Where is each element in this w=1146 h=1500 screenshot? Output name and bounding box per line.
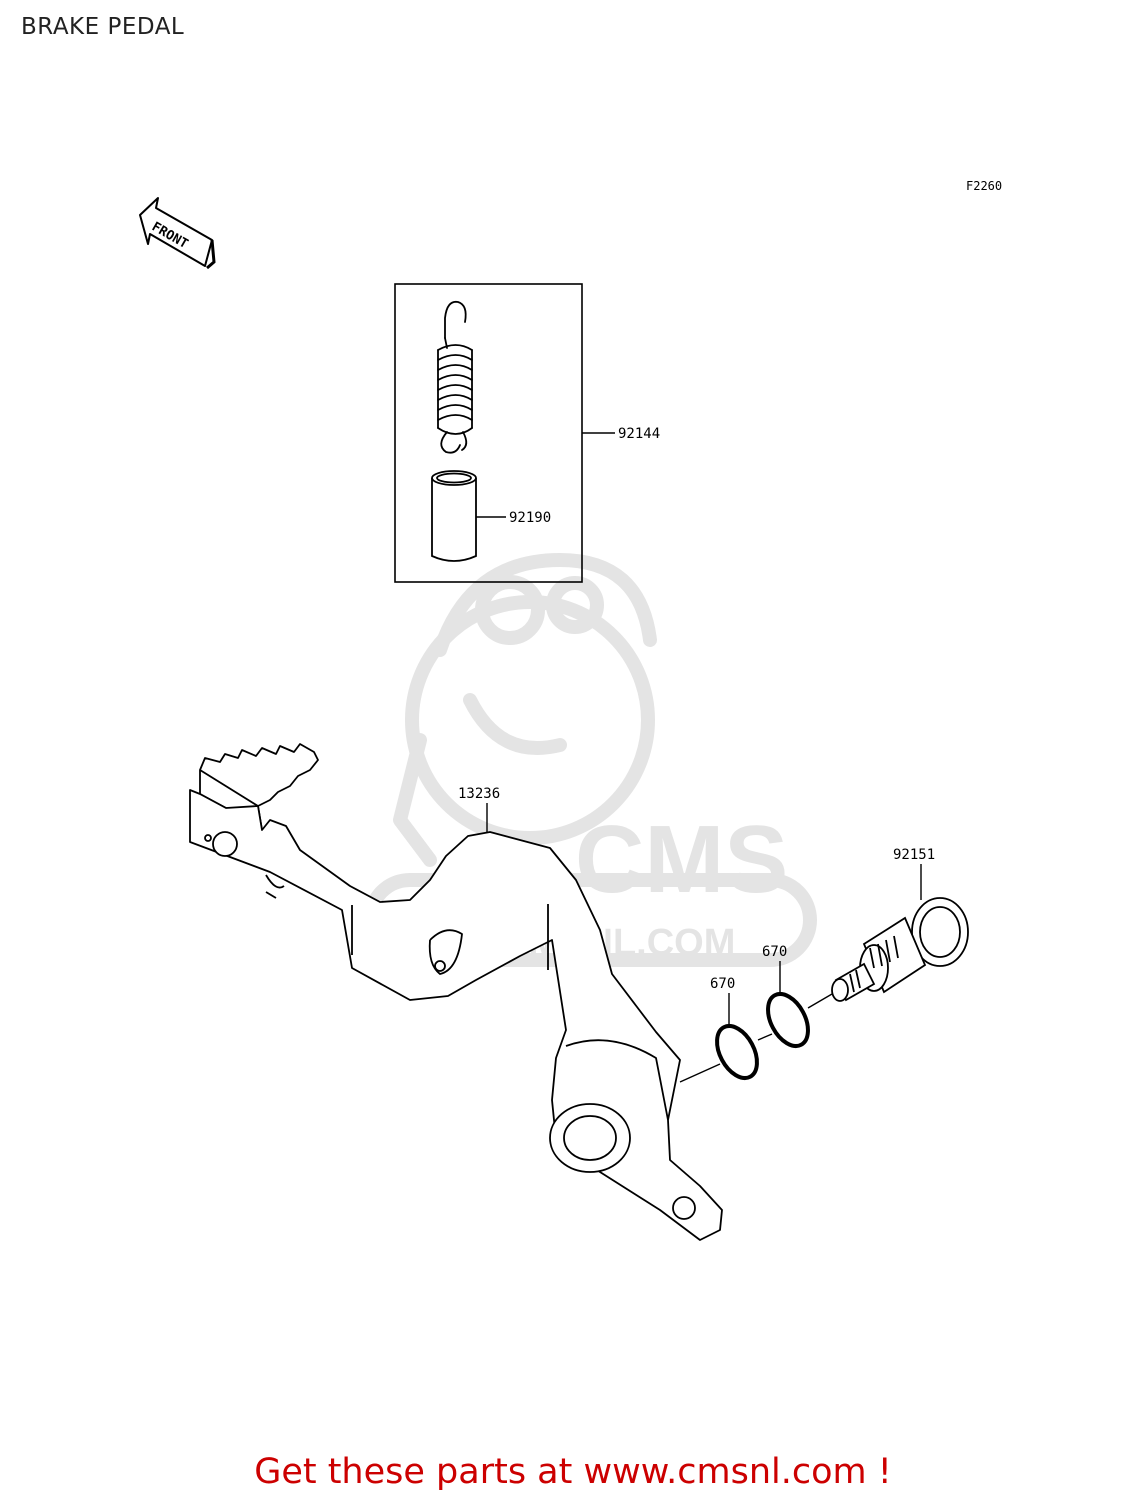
oring-icons [715, 992, 810, 1080]
oring-b-icon [766, 992, 810, 1048]
callout-spring-kit: 92144 [618, 426, 660, 442]
pivot-bolt-icon [831, 897, 969, 1002]
leaders-kit [476, 432, 615, 518]
front-arrow-icon: FRONT [139, 197, 216, 270]
callout-pedal: 13236 [458, 786, 500, 802]
callout-bolt: 92151 [893, 847, 935, 863]
assembly-axis [679, 993, 833, 1083]
callout-oring-b: 670 [762, 944, 787, 960]
oring-a-icon [715, 1024, 759, 1080]
footer-shop-link[interactable]: Get these parts at www.cmsnl.com ! [254, 1452, 892, 1492]
callout-oring-a: 670 [710, 976, 735, 992]
callout-collar: 92190 [509, 510, 551, 526]
figure-code: F2260 [966, 179, 1002, 193]
brake-pedal-icon [189, 743, 723, 1241]
page-title: BRAKE PEDAL [21, 14, 185, 40]
watermark-logo-text: CMS [575, 806, 788, 913]
collar-icon [431, 470, 477, 562]
spring-icon [437, 300, 473, 454]
spring-kit-box [394, 283, 583, 583]
